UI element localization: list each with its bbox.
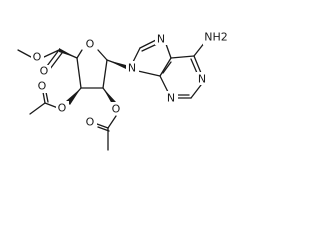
bond-o-ac2 (107, 115, 117, 129)
atom-labels: O O O O O O O N N N N NH2 (31, 30, 229, 129)
bond-n3-c4 (159, 75, 169, 93)
atom-n7: N (157, 33, 165, 46)
wedge-c4-carbonyl (59, 48, 77, 58)
bond-ac2-co-b (97, 126, 110, 132)
bond-c4-c5 (159, 57, 172, 77)
bond-c4-oring (76, 49, 83, 59)
bond-o-carbonyl (43, 49, 60, 58)
bond-o-ac3 (44, 102, 59, 109)
bond-oring-c1 (97, 49, 108, 61)
bond-ac2-co-a (96, 123, 109, 129)
bond-carbonyl-double-b (49, 52, 63, 70)
bond-c6-n1-a (193, 55, 202, 74)
atom-o-ring: O (86, 38, 95, 51)
bond-c4-c3 (76, 57, 82, 89)
bond-ac3-co-a (42, 91, 46, 104)
atom-n9: N (128, 62, 136, 75)
wedge-c1-n9 (107, 60, 126, 69)
atom-o-acetoxy-2: O (112, 103, 121, 116)
atom-amino: NH2 (204, 31, 228, 44)
atom-o-acetoxy-3: O (58, 102, 67, 115)
bond-c1-c2 (102, 59, 108, 89)
atom-o-methoxy: O (33, 51, 42, 64)
bond-n9-c8 (132, 47, 141, 63)
bond-c6-n1-b (190, 58, 198, 74)
atom-o-acetoxy-2-carbonyl: O (86, 116, 95, 129)
bond-n9-c4 (137, 70, 161, 77)
atom-n3: N (167, 92, 175, 105)
bond-c4-c5-inner (162, 61, 172, 74)
chemical-structure: O O O O O O O N N N N NH2 (17, 30, 229, 151)
bond-ac3-methyl (29, 102, 46, 115)
wedge-c3-o (66, 88, 81, 105)
bond-ac3-co-b (45, 91, 49, 103)
wedge-c2-o (103, 88, 116, 104)
atom-n1: N (198, 73, 206, 86)
bond-c5-c6 (170, 55, 195, 59)
bond-methyl-o (17, 49, 32, 58)
atom-o-acetoxy-3-carbonyl: O (38, 80, 47, 93)
bond-n1-c2 (190, 84, 202, 99)
atom-o-ester-carbonyl: O (40, 65, 49, 78)
bond-c8-n7-b (141, 43, 158, 52)
bond-carbonyl-double-a (46, 49, 60, 67)
bond-n7-c5 (165, 43, 172, 59)
bond-c8-n7-a (139, 39, 157, 49)
